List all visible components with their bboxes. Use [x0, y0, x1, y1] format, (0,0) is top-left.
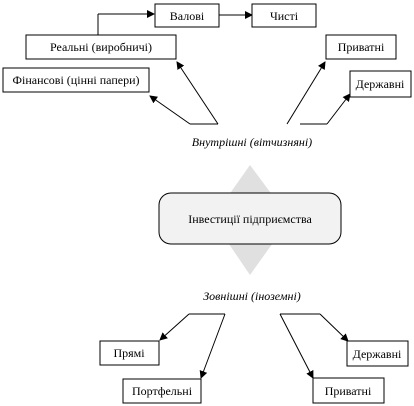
box-external-state-label: Державні: [353, 347, 402, 361]
internal-label: Внутрішні (вітчизняні): [192, 135, 312, 149]
box-internal-private-label: Приватні: [338, 40, 385, 54]
box-internal-private: Приватні: [325, 34, 397, 60]
box-internal-state-label: Державні: [356, 77, 405, 91]
center-box: [158, 192, 342, 245]
box-financial: Фінансові (цінні папери): [2, 67, 150, 93]
box-gross-label: Валові: [170, 9, 205, 23]
box-direct: Прямі: [99, 340, 160, 366]
box-net-label: Чисті: [270, 9, 299, 23]
internal-connectors: [97, 10, 351, 125]
box-external-private-label: Приватні: [325, 384, 372, 398]
box-net: Чисті: [251, 3, 317, 28]
box-portfolio-label: Портфельні: [132, 384, 193, 398]
box-external-state: Державні: [346, 340, 409, 367]
box-internal-state: Державні: [349, 70, 412, 98]
center-label: Інвестиції підприємства: [188, 212, 312, 226]
box-financial-label: Фінансові (цінні папери): [13, 73, 140, 87]
box-external-private: Приватні: [312, 377, 385, 404]
box-real-label: Реальні (виробничі): [50, 40, 152, 54]
box-portfolio: Портфельні: [122, 378, 202, 404]
box-direct-label: Прямі: [113, 346, 145, 360]
box-real: Реальні (виробничі): [25, 34, 177, 60]
external-label: Зовнішні (іноземні): [203, 289, 301, 303]
external-connectors: [159, 313, 349, 379]
box-gross: Валові: [154, 3, 220, 28]
